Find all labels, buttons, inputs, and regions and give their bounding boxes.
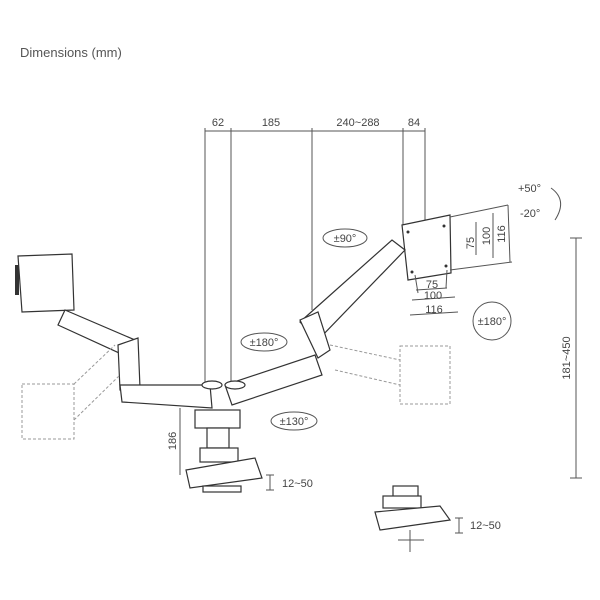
vesa-h-116: 116	[425, 304, 443, 316]
pole-height-label: 186	[167, 432, 179, 450]
clamp-thickness-right-marker	[455, 517, 463, 534]
clamp-thickness-right-label: 12~50	[470, 520, 501, 532]
vesa-h-75: 75	[426, 279, 438, 291]
dim-62: 62	[212, 117, 224, 129]
tilt-down-label: -20°	[520, 208, 540, 220]
ghost-monitor-left	[21, 344, 121, 440]
dim-240-288: 240~288	[336, 117, 379, 129]
right-arm	[224, 239, 406, 406]
ghost-monitor-right	[329, 344, 451, 405]
height-range-label: 181~450	[561, 336, 573, 379]
vesa-vertical-dims	[449, 204, 513, 271]
vesa-v-116: 116	[496, 225, 508, 243]
top-dimension-lines	[204, 128, 426, 390]
elbow-rotate-label: ±180°	[250, 337, 279, 349]
pivot-label: ±180°	[478, 316, 507, 328]
diagram-title: Dimensions (mm)	[20, 45, 122, 60]
left-arm	[15, 253, 213, 409]
dim-84: 84	[408, 117, 420, 129]
vesa-horizontal-dims	[409, 269, 459, 316]
vesa-v-100: 100	[481, 227, 493, 245]
monitor-rotate-label: ±90°	[334, 233, 357, 245]
clamp-thickness-left-marker	[266, 474, 274, 491]
base-column-and-clamp	[185, 380, 263, 493]
elbow-rotate-icon	[240, 332, 288, 352]
tilt-up-label: +50°	[518, 183, 541, 195]
right-monitor-plate	[401, 214, 452, 281]
clamp-thickness-left-label: 12~50	[282, 478, 313, 490]
dim-185: 185	[262, 117, 280, 129]
vesa-h-100: 100	[424, 290, 442, 302]
tilt-arrow-icon	[550, 187, 562, 221]
pivot-arrow-icon	[472, 301, 512, 341]
right-clamp	[374, 485, 452, 552]
base-rotate-icon	[270, 411, 318, 431]
vesa-v-75: 75	[465, 237, 477, 249]
base-rotate-label: ±130°	[280, 416, 309, 428]
rotate-arrow-icon	[322, 228, 368, 248]
height-range-line	[570, 237, 582, 479]
